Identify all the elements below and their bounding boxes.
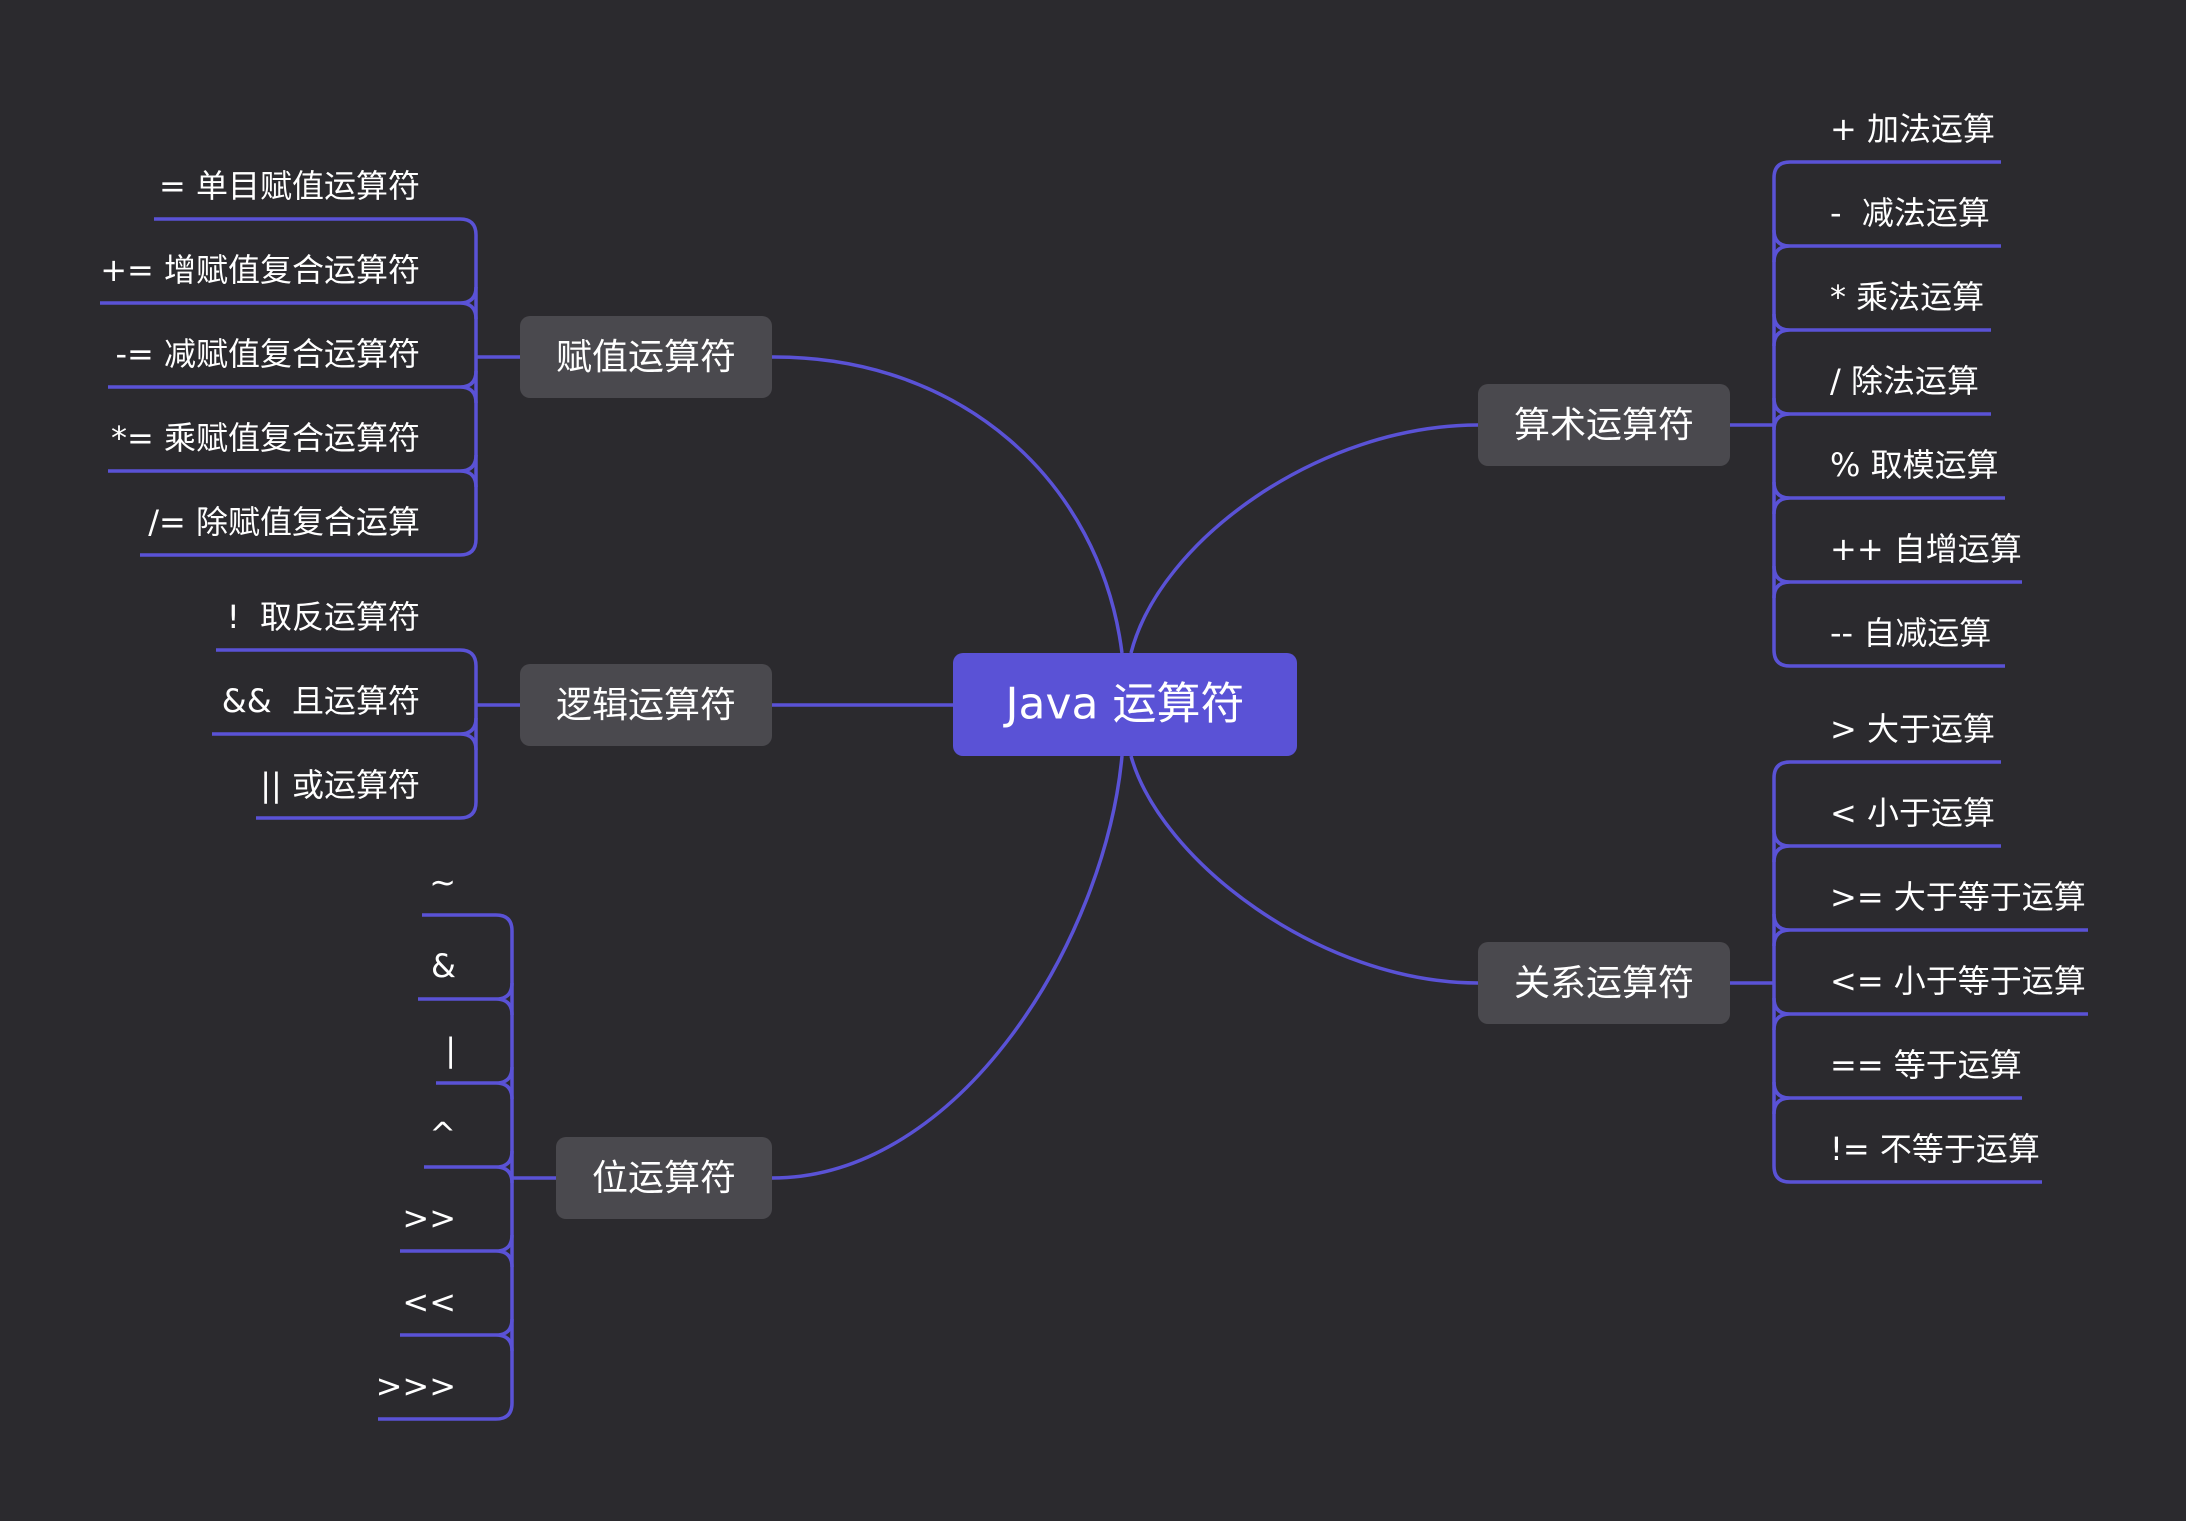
leaf-assignment[interactable]: += 增赋值复合运算符 xyxy=(100,251,420,289)
leaf-logical[interactable]: ! 取反运算符 xyxy=(227,598,420,636)
root-label: Java 运算符 xyxy=(1003,679,1245,730)
leaf-assignment[interactable]: -= 减赋值复合运算符 xyxy=(115,335,420,373)
leaf-underline-assignment xyxy=(108,454,478,488)
mind-map-nodes: 赋值运算符 = 单目赋值运算符 += 增赋值复合运算符 -= 减赋值复合运算符 *= 乘… xyxy=(100,110,2086,1405)
leaf-underline-logical xyxy=(212,717,478,751)
leaf-underline-bitwise xyxy=(378,1402,514,1421)
branch-node-arithmetic[interactable] xyxy=(1478,384,1730,466)
branch-node-relational[interactable] xyxy=(1478,942,1730,1024)
branch-label-assignment: 赋值运算符 xyxy=(556,337,736,378)
leaf-underline-arithmetic xyxy=(1772,481,2005,515)
branch-node-bitwise[interactable] xyxy=(556,1137,772,1219)
leaf-underline-bitwise xyxy=(424,1150,514,1184)
leaf-underline-assignment xyxy=(140,538,478,557)
leaf-arithmetic[interactable]: ++ 自增运算 xyxy=(1830,530,2022,568)
branch-label-bitwise: 位运算符 xyxy=(592,1158,736,1199)
leaf-assignment[interactable]: = 单目赋值运算符 xyxy=(159,167,420,205)
leaf-arithmetic[interactable]: / 除法运算 xyxy=(1830,362,1979,400)
leaf-underline-assignment xyxy=(154,217,478,236)
leaf-assignment[interactable]: /= 除赋值复合运算 xyxy=(148,503,420,541)
leaf-bitwise[interactable]: >> xyxy=(402,1199,456,1237)
leaf-underline-relational xyxy=(1772,1081,2022,1115)
edge-root-to-arithmetic xyxy=(1129,423,1479,654)
leaf-underline-assignment xyxy=(100,286,478,320)
leaf-underline-bitwise xyxy=(422,913,514,932)
leaf-relational[interactable]: > 大于运算 xyxy=(1830,710,1995,748)
connector-lines xyxy=(100,160,2088,1421)
leaf-underline-bitwise xyxy=(400,1318,514,1352)
edge-root-to-relational xyxy=(1129,755,1479,985)
branch-node-logical[interactable] xyxy=(520,664,772,746)
leaf-arithmetic[interactable]: - 减法运算 xyxy=(1830,194,1990,232)
leaf-arithmetic[interactable]: + 加法运算 xyxy=(1830,110,1995,148)
leaf-underline-relational xyxy=(1772,997,2088,1031)
leaf-relational[interactable]: >= 大于等于运算 xyxy=(1830,878,2086,916)
leaf-logical[interactable]: && 且运算符 xyxy=(222,682,420,720)
leaf-underline-arithmetic xyxy=(1772,649,2005,668)
leaf-bitwise[interactable]: << xyxy=(402,1283,456,1321)
leaf-bitwise[interactable]: ~ xyxy=(429,863,456,901)
leaf-underline-arithmetic xyxy=(1772,313,1991,347)
leaf-bitwise[interactable]: >>> xyxy=(376,1367,456,1405)
leaf-relational[interactable]: != 不等于运算 xyxy=(1830,1130,2040,1168)
leaf-arithmetic[interactable]: % 取模运算 xyxy=(1830,446,1999,484)
leaf-assignment[interactable]: *= 乘赋值复合运算符 xyxy=(111,419,420,457)
leaf-logical[interactable]: || 或运算符 xyxy=(260,766,420,804)
edge-root-to-assignment xyxy=(771,355,1124,654)
leaf-underline-relational xyxy=(1772,829,2001,863)
leaf-underline-arithmetic xyxy=(1772,160,2001,179)
branch-label-relational: 关系运算符 xyxy=(1514,963,1694,1004)
leaf-underline-arithmetic xyxy=(1772,565,2022,599)
branch-label-arithmetic: 算术运算符 xyxy=(1514,405,1694,446)
branch-node-assignment[interactable] xyxy=(520,316,772,398)
leaf-bitwise[interactable]: ^ xyxy=(429,1115,456,1153)
leaf-underline-logical xyxy=(256,801,478,820)
leaf-underline-bitwise xyxy=(418,982,514,1016)
leaf-underline-logical xyxy=(216,648,478,667)
leaf-relational[interactable]: <= 小于等于运算 xyxy=(1830,962,2086,1000)
leaf-relational[interactable]: == 等于运算 xyxy=(1830,1046,2022,1084)
branch-label-logical: 逻辑运算符 xyxy=(556,685,736,726)
leaf-underline-arithmetic xyxy=(1772,229,2001,263)
leaf-underline-arithmetic xyxy=(1772,397,1991,431)
leaf-underline-relational xyxy=(1772,1165,2042,1184)
leaf-bitwise[interactable]: & xyxy=(431,947,456,985)
leaf-underline-relational xyxy=(1772,760,2001,779)
leaf-arithmetic[interactable]: -- 自减运算 xyxy=(1830,614,1991,652)
leaf-underline-bitwise xyxy=(400,1234,514,1268)
leaf-bitwise[interactable]: | xyxy=(445,1031,456,1069)
root-node[interactable] xyxy=(953,653,1297,756)
leaf-arithmetic[interactable]: * 乘法运算 xyxy=(1830,278,1984,316)
leaf-underline-assignment xyxy=(108,370,478,404)
edge-root-to-bitwise xyxy=(771,755,1124,1180)
leaf-underline-bitwise xyxy=(436,1066,514,1100)
leaf-relational[interactable]: < 小于运算 xyxy=(1830,794,1995,832)
leaf-underline-relational xyxy=(1772,913,2088,947)
